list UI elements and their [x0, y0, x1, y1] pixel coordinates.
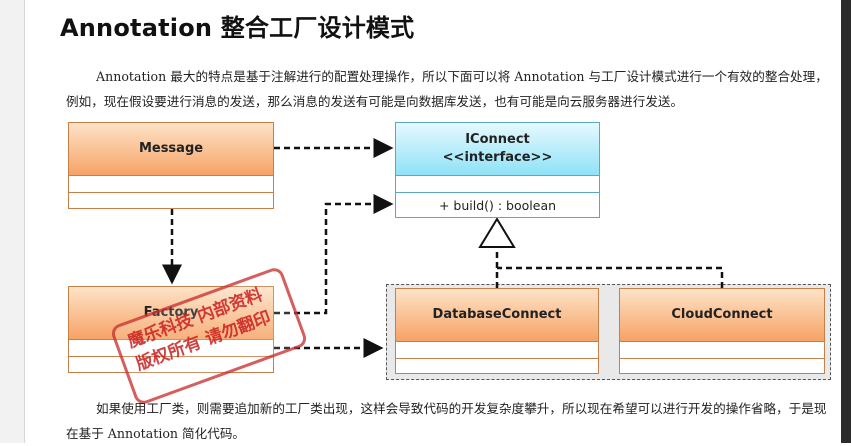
factory-attributes	[69, 340, 273, 357]
iconnect-interface: IConnect <<interface>> + build() : boole…	[395, 122, 600, 218]
intro-paragraph: Annotation 最大的特点是基于注解进行的配置处理操作，所以下面可以将 A…	[66, 69, 828, 109]
iconnect-method: + build() : boolean	[438, 198, 557, 213]
iconnect-header: IConnect <<interface>>	[396, 123, 599, 176]
outro-paragraph: 如果使用工厂类，则需要追加新的工厂类出现，这样会导致代码的开发复杂度攀升，所以现…	[66, 401, 827, 441]
database-connect-attributes	[396, 342, 598, 359]
factory-class-name: Factory	[69, 287, 273, 340]
database-connect-class: DatabaseConnect	[395, 288, 599, 374]
page-left-margin	[0, 0, 25, 443]
factory-to-iconnect-arrow	[274, 194, 394, 315]
iconnect-attributes	[396, 176, 599, 193]
realization-triangle	[478, 217, 516, 248]
cloud-connect-methods	[620, 359, 824, 375]
page-right-scrollbar[interactable]	[841, 0, 851, 443]
database-connect-name: DatabaseConnect	[396, 289, 598, 342]
message-attributes	[69, 176, 273, 193]
cloud-realizes-iconnect	[497, 266, 724, 288]
cloud-connect-name: CloudConnect	[620, 289, 824, 342]
message-methods	[69, 193, 273, 209]
cloud-connect-attributes	[620, 342, 824, 359]
message-class-name: Message	[69, 123, 273, 176]
message-class: Message	[68, 122, 274, 209]
factory-class: Factory	[68, 286, 274, 373]
iconnect-name: IConnect	[465, 132, 530, 147]
page-title: Annotation 整合工厂设计模式	[60, 14, 415, 42]
database-connect-methods	[396, 359, 598, 375]
cloud-connect-class: CloudConnect	[619, 288, 825, 374]
iconnect-stereotype: <<interface>>	[442, 150, 553, 165]
